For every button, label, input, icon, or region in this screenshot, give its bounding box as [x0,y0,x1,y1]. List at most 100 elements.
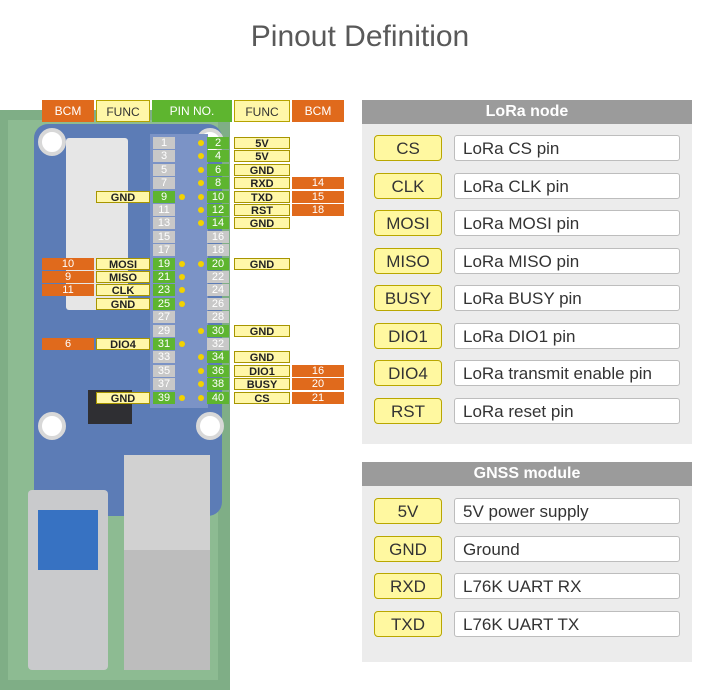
pin-number: 2 [207,137,229,149]
pin-number: 3 [153,150,175,163]
pin-dot [198,327,204,334]
pin-number: 19 [153,257,175,270]
pin-function-label: RST [234,204,290,217]
pin-number: 33 [153,351,175,364]
pin-number: 11 [153,204,175,216]
bcm-number: 11 [42,284,94,297]
pin-name-badge: RXD [374,573,442,599]
pin-name-badge: RST [374,397,442,424]
pin-function-label: GND [234,324,290,338]
pin-name-badge: GND [374,535,442,562]
pin-number: 8 [207,177,229,190]
pin-number: 38 [207,378,229,391]
pin-definition-row: MOSI LoRa MOSI pin [374,210,680,236]
pin-description: LoRa CLK pin [454,172,680,199]
pin-name-badge: CLK [374,172,442,199]
pin-dot [179,260,185,267]
header-bcm-right: BCM [292,100,344,122]
header-func-right: FUNC [234,100,290,122]
ethernet-port-body [124,550,210,670]
pin-number: 31 [153,338,175,350]
pin-dot [179,274,185,280]
pin-function-label: 5V [234,137,290,150]
pin-dot [179,300,185,307]
pin-name-badge: DIO4 [374,360,442,386]
pin-number: 5 [153,163,175,176]
pin-number: 28 [207,311,229,324]
pin-description: Ground [454,535,680,562]
pin-number: 23 [153,284,175,297]
pin-definition-row: CLK LoRa CLK pin [374,172,680,199]
page-title: Pinout Definition [250,20,470,53]
pin-name-badge: MOSI [374,210,442,236]
bcm-number: 15 [292,190,344,203]
pin-number: 14 [207,217,229,230]
pin-description: L76K UART RX [454,573,680,599]
pin-number: 39 [153,391,175,404]
pin-number: 16 [207,230,229,243]
pin-dot [198,367,204,374]
pin-number: 27 [153,311,175,324]
pin-function-label: GND [234,351,290,364]
pin-dot [198,354,204,361]
pin-function-label: GND [96,297,150,311]
pin-number: 20 [207,257,229,270]
pin-function-label: GND [234,217,290,230]
pin-dot [179,394,185,401]
pin-number: 9 [153,190,175,203]
pin-function-label: MISO [96,271,150,284]
pin-definition-row: MISO LoRa MISO pin [374,247,680,274]
ethernet-port [124,455,210,555]
pin-function-label: MOSI [96,257,150,271]
pin-dot [198,394,204,401]
pin-name-badge: DIO1 [374,322,442,349]
pin-number: 21 [153,271,175,283]
bcm-number: 10 [42,257,94,270]
pin-number: 40 [207,391,229,404]
bcm-number: 18 [292,204,344,216]
pin-function-label: CS [234,391,290,405]
gnss-panel-title: GNSS module [362,462,692,486]
pin-description: 5V power supply [454,498,680,524]
pin-number: 32 [207,338,229,350]
pin-dot [198,381,204,388]
pin-dot [179,193,185,200]
pin-number: 35 [153,364,175,377]
pin-number: 24 [207,284,229,297]
pin-number: 34 [207,351,229,364]
pin-number: 10 [207,190,229,203]
bcm-number: 6 [42,338,94,350]
pin-dot [198,260,204,267]
pin-function-label: GND [96,391,150,405]
mount-hole [196,412,224,440]
lora-panel-title: LoRa node [362,100,692,124]
pin-dot [198,140,204,146]
pin-number: 36 [207,364,229,377]
pin-function-label: GND [234,163,290,177]
pin-description: L76K UART TX [454,610,680,637]
pin-description: LoRa MOSI pin [454,210,680,236]
pin-number: 25 [153,297,175,310]
pin-description: LoRa MISO pin [454,247,680,274]
pin-number: 17 [153,244,175,257]
pin-number: 26 [207,297,229,310]
pin-number: 22 [207,271,229,283]
pin-definition-row: GND Ground [374,535,680,562]
pin-function-label: GND [234,257,290,271]
pin-dot [198,193,204,200]
pin-function-label: DIO4 [96,338,150,351]
pin-name-badge: CS [374,135,442,161]
pin-function-label: TXD [234,190,290,204]
pin-dot [198,207,204,213]
bcm-number: 9 [42,271,94,283]
pin-number: 15 [153,230,175,243]
usb-port-insert [38,510,98,570]
pin-dot [198,220,204,227]
pin-name-badge: MISO [374,247,442,274]
pin-number: 37 [153,378,175,391]
